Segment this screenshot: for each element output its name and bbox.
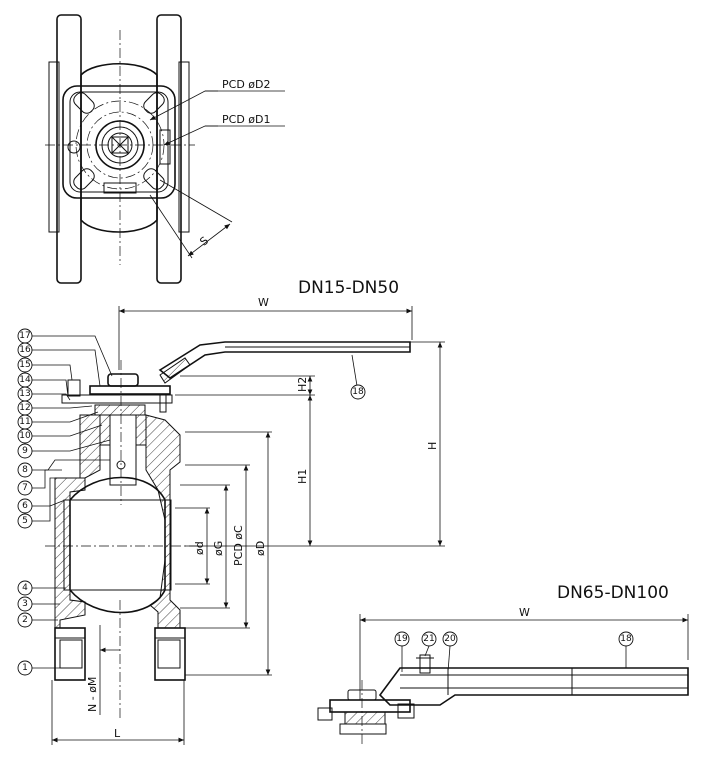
- pcd-c-label: PCD øC: [232, 525, 245, 566]
- l-label: L: [114, 727, 121, 740]
- svg-text:10: 10: [19, 431, 31, 441]
- balloon-leaders: [32, 335, 359, 669]
- balloon-19: 19: [394, 631, 410, 647]
- svg-text:11: 11: [19, 417, 30, 427]
- n-m-label: N - øM: [86, 677, 99, 712]
- w-top-label: W: [258, 296, 269, 309]
- balloon-14: 14: [17, 372, 33, 388]
- h2-label: H2: [296, 377, 309, 392]
- section-view: [45, 306, 445, 745]
- svg-text:18: 18: [620, 634, 632, 644]
- svg-text:4: 4: [22, 583, 28, 593]
- balloon-6: 6: [17, 498, 33, 514]
- h-label: H: [426, 442, 439, 450]
- svg-text:20: 20: [444, 634, 456, 644]
- pcd-d2-label: PCD øD2: [222, 78, 270, 91]
- svg-text:14: 14: [19, 375, 31, 385]
- svg-text:3: 3: [22, 599, 28, 609]
- balloon-5: 5: [17, 513, 33, 529]
- balloon-11: 11: [17, 414, 33, 430]
- balloon-20: 20: [442, 631, 458, 647]
- balloon-18-small: 18: [350, 384, 366, 400]
- balloon-12: 12: [17, 400, 33, 416]
- d-big-label: øD: [254, 541, 267, 556]
- balloon-15: 15: [17, 357, 33, 373]
- h1-label: H1: [296, 469, 309, 484]
- svg-text:1: 1: [22, 663, 28, 673]
- svg-text:18: 18: [352, 387, 364, 397]
- svg-text:8: 8: [22, 465, 28, 475]
- balloon-4: 4: [17, 580, 33, 596]
- balloon-17: 17: [17, 328, 33, 344]
- svg-text:6: 6: [22, 501, 28, 511]
- title-dn15-dn50: DN15-DN50: [298, 278, 399, 298]
- balloon-16: 16: [17, 342, 33, 358]
- balloon-10: 10: [17, 428, 33, 444]
- svg-text:21: 21: [423, 634, 434, 644]
- g-label: øG: [212, 541, 225, 556]
- balloon-18-large: 18: [618, 631, 634, 647]
- svg-text:2: 2: [22, 615, 28, 625]
- large-handle-view: [317, 614, 689, 745]
- svg-text:13: 13: [19, 389, 30, 399]
- s-label: S: [197, 234, 211, 248]
- balloon-2: 2: [17, 612, 33, 628]
- balloon-7: 7: [17, 480, 33, 496]
- balloon-1: 1: [17, 660, 33, 676]
- svg-text:7: 7: [22, 483, 28, 493]
- pcd-d1-label: PCD øD1: [222, 113, 270, 126]
- svg-text:5: 5: [22, 516, 28, 526]
- balloon-21: 21: [421, 631, 437, 647]
- d-small-label: ød: [193, 541, 206, 555]
- balloon-9: 9: [17, 443, 33, 459]
- svg-text:9: 9: [22, 446, 28, 456]
- top-view: [45, 14, 285, 284]
- w-bottom-label: W: [519, 606, 530, 619]
- svg-text:16: 16: [19, 345, 31, 355]
- balloon-3: 3: [17, 596, 33, 612]
- svg-text:12: 12: [19, 403, 30, 413]
- svg-text:15: 15: [19, 360, 30, 370]
- svg-text:19: 19: [396, 634, 408, 644]
- balloon-13: 13: [17, 386, 33, 402]
- balloon-8: 8: [17, 462, 33, 478]
- svg-text:17: 17: [19, 331, 30, 341]
- title-dn65-dn100: DN65-DN100: [557, 583, 669, 603]
